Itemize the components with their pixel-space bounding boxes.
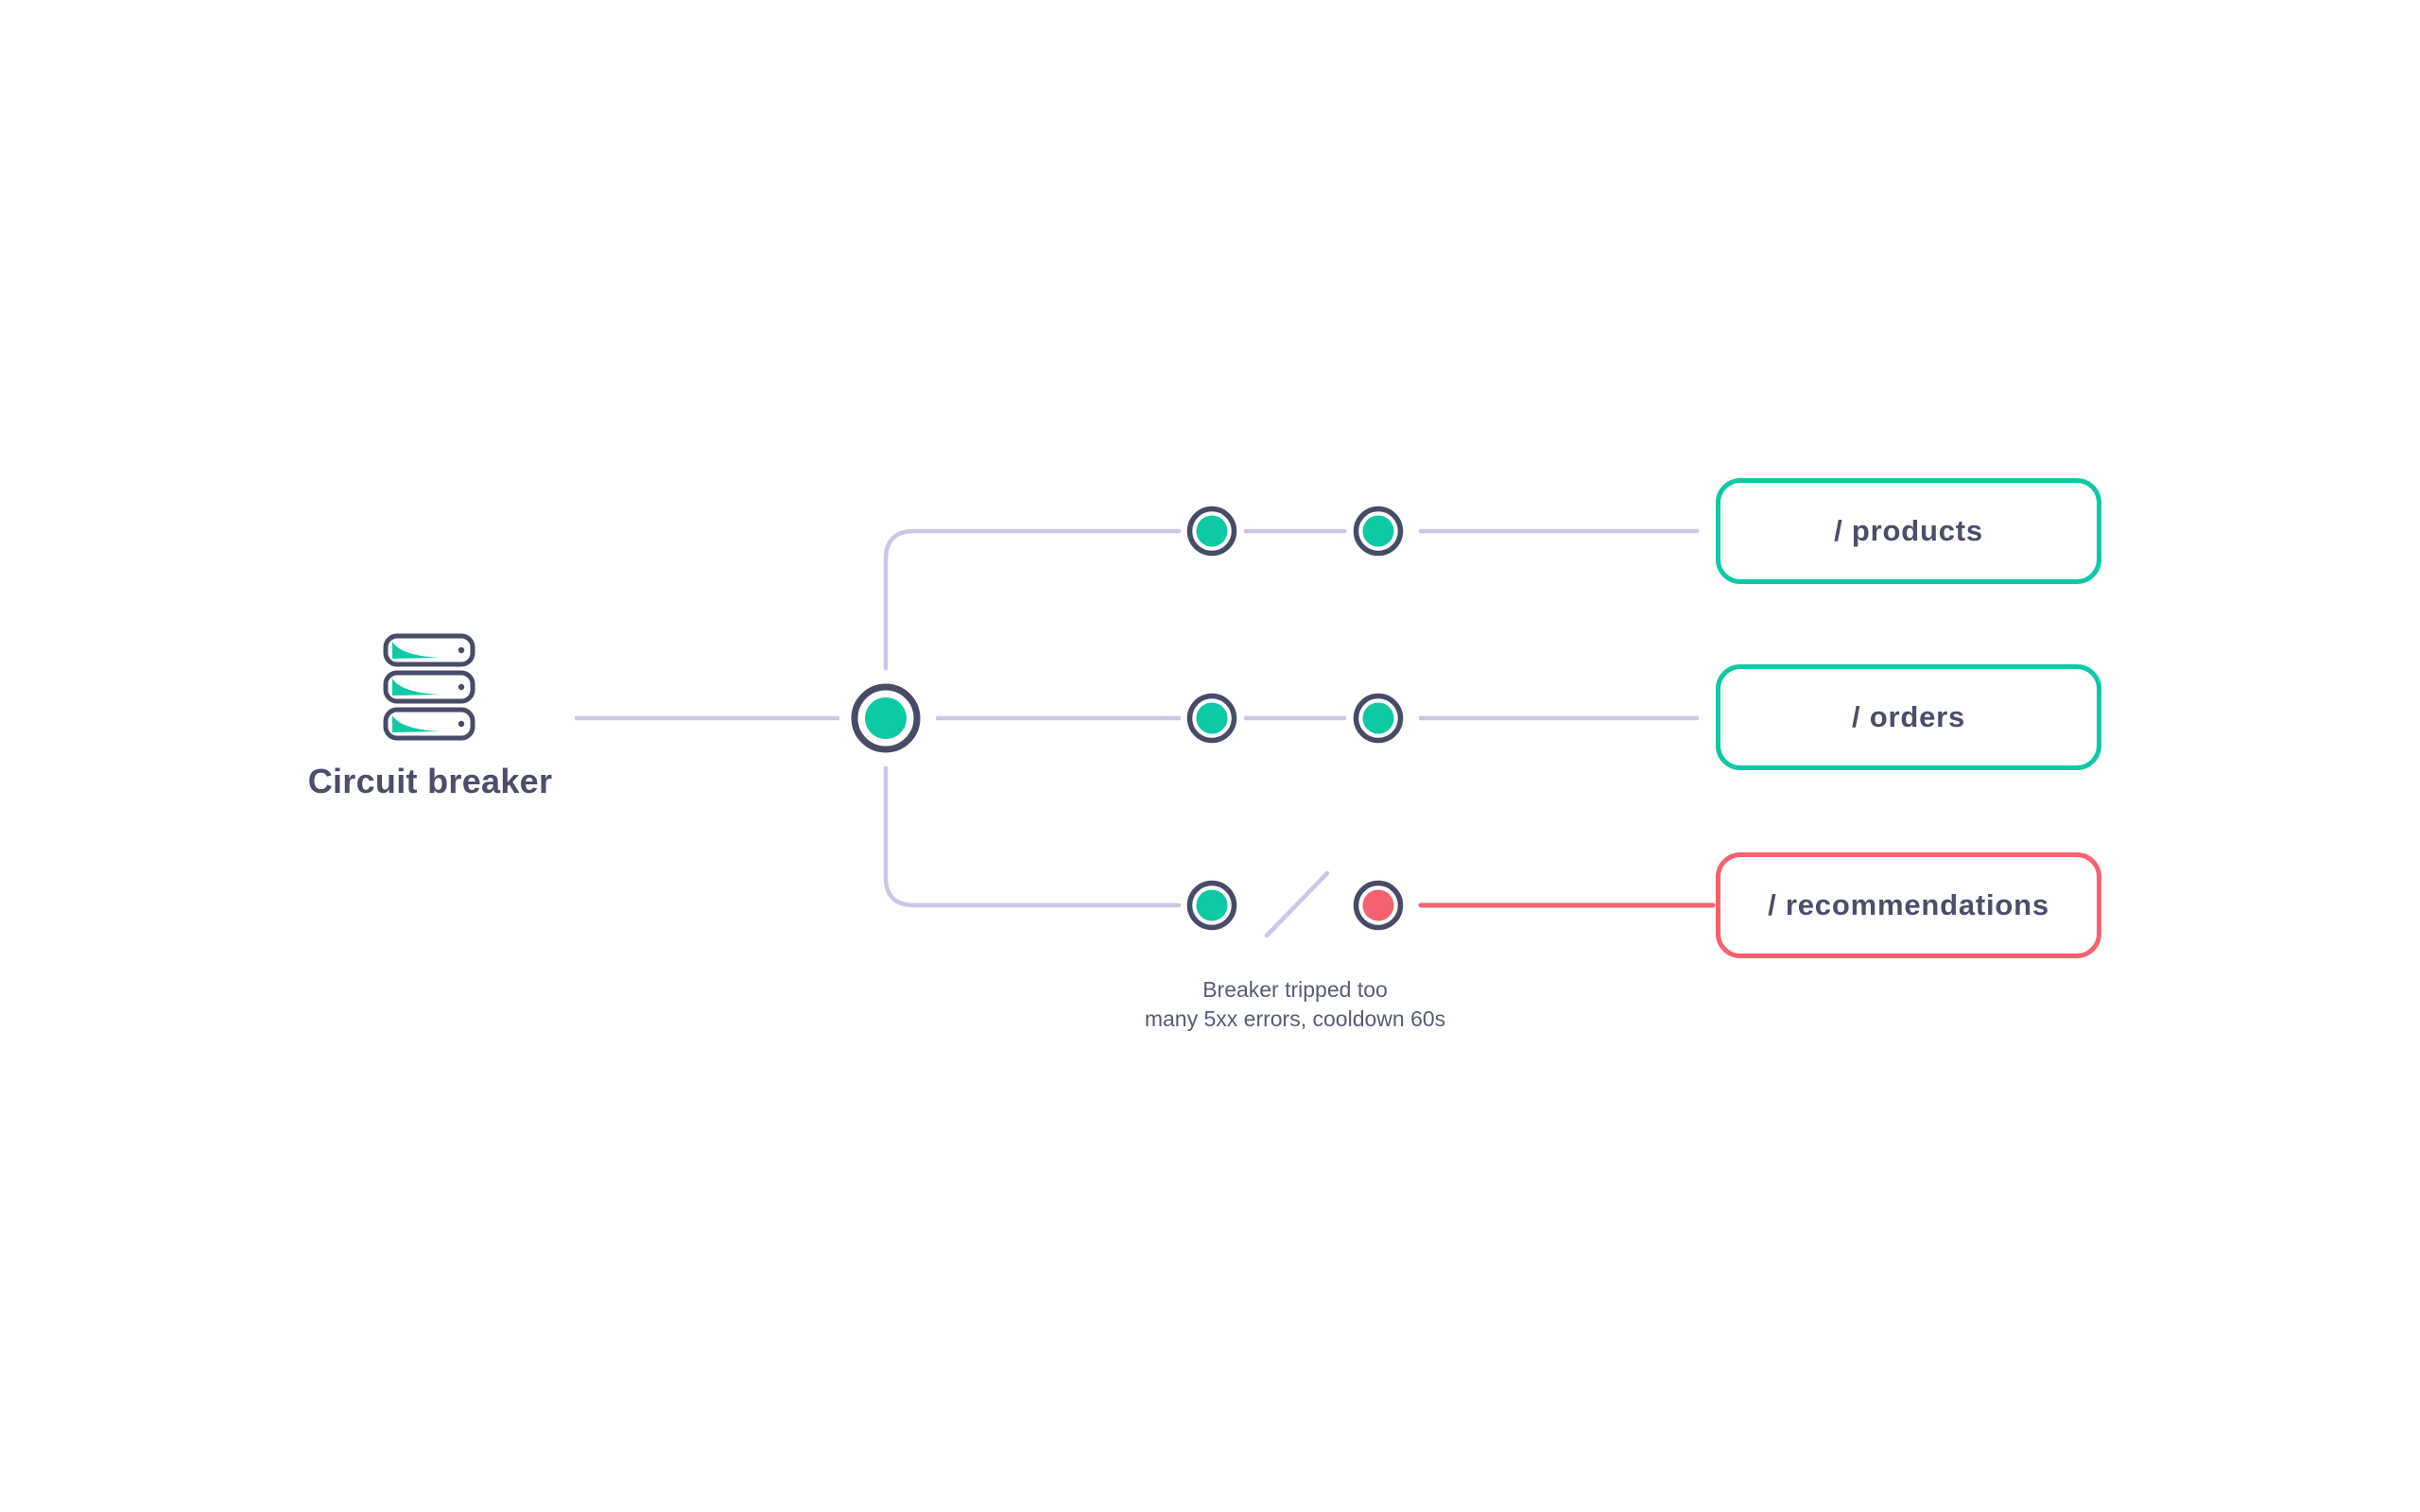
server-activity-swoosh: [392, 679, 441, 696]
endpoint-label-products: / products: [1834, 514, 1983, 547]
breaker-tripped-caption: Breaker tripped too many 5xx errors, coo…: [1030, 975, 1560, 1034]
server-led-dot: [458, 683, 465, 691]
server-stack-icon: [383, 633, 475, 741]
branch-line-recommendations: [883, 765, 1182, 908]
server-activity-swoosh: [392, 642, 441, 659]
endpoint-label-orders: / orders: [1851, 700, 1966, 733]
caption-line-2: many 5xx errors, cooldown 60s: [1144, 1006, 1446, 1031]
endpoint-box-recommendations: / recommendations: [1716, 852, 2101, 958]
contact-node-recommendations-1: [1186, 880, 1237, 931]
endpoint-box-orders: / orders: [1716, 664, 2101, 770]
server-led-dot: [458, 720, 465, 728]
open-breaker-slash-icon: [1264, 870, 1330, 938]
circuit-breaker-label: Circuit breaker: [307, 762, 553, 800]
server-activity-swoosh: [392, 715, 441, 732]
server-led-dot: [458, 646, 465, 654]
branch-line-products: [883, 528, 1182, 671]
contact-node-products-1: [1186, 506, 1237, 557]
endpoint-box-products: / products: [1716, 478, 2101, 584]
endpoint-label-recommendations: / recommendations: [1768, 888, 2049, 921]
contact-node-recommendations-2-error: [1353, 880, 1404, 931]
central-breaker-node: [851, 683, 921, 753]
contact-node-orders-2: [1353, 693, 1404, 744]
contact-node-products-2: [1353, 506, 1404, 557]
caption-line-1: Breaker tripped too: [1202, 977, 1388, 1002]
contact-node-orders-1: [1186, 693, 1237, 744]
